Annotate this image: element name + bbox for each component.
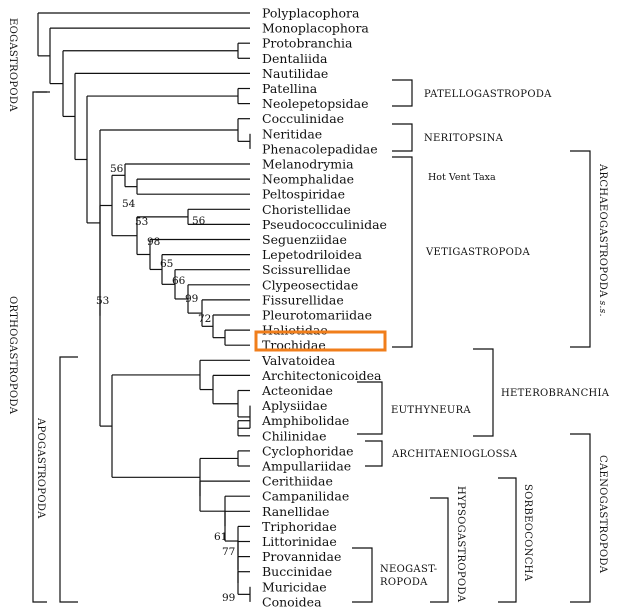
taxon-label: Phenacolepadidae: [262, 141, 378, 156]
heterobranchia-bracket: [473, 348, 494, 437]
bootstrap-value: 65: [160, 258, 173, 270]
euthyneura-bracket: [357, 381, 383, 435]
architaenioglossa-bracket: [365, 440, 383, 467]
taxon-label: Neolepetopsidae: [262, 96, 368, 111]
bootstrap-value: 66: [172, 275, 186, 287]
neogastropoda-bracket: [352, 547, 373, 603]
taxon-label: Amphibolidae: [261, 413, 349, 428]
taxon-label: Chilinidae: [262, 428, 327, 443]
taxon-label: Cyclophoridae: [262, 443, 354, 458]
taxon-label: Muricidae: [262, 579, 327, 594]
taxon-label: Lepetodriloidea: [262, 247, 363, 262]
hypsogastropoda-bracket: [430, 497, 449, 603]
taxon-label: Melanodrymia: [262, 157, 354, 172]
caenogastropoda-label: CAENOGASTROPODA: [597, 455, 608, 574]
taxon-label: Littorinidae: [262, 534, 337, 549]
taxon-label: Neritidae: [262, 126, 322, 141]
taxon-label: Choristellidae: [262, 202, 351, 217]
taxon-label: Dentaliida: [262, 51, 328, 66]
sorbeoconcha-label: SORBEOCONCHA: [522, 484, 533, 582]
bootstrap-value: 98: [147, 236, 160, 248]
taxon-label: Clypeosectidae: [262, 277, 358, 292]
eogastropoda-label: EOGASTROPODA: [7, 18, 18, 112]
architaenioglossa-label: ARCHITAENIOGLOSSA: [391, 449, 518, 460]
taxon-label: Buccinidae: [262, 564, 332, 579]
taxon-label: Patellina: [262, 81, 318, 96]
taxon-label: Provannidae: [262, 549, 341, 564]
taxon-label: Valvatoidea: [261, 353, 336, 368]
archaeogastropoda-label: ARCHAEOGASTROPODAs.s.: [597, 163, 608, 317]
tree-branches: [37, 12, 251, 602]
taxon-label: Fissurellidae: [262, 292, 344, 307]
bootstrap-value: 56: [192, 215, 206, 227]
taxon-label: Ranellidae: [262, 504, 329, 519]
taxon-label: Haliotidae: [262, 323, 328, 338]
bootstrap-value: 54: [122, 198, 136, 210]
bootstrap-value: 99: [185, 293, 198, 305]
taxon-label: Conoidea: [262, 594, 322, 609]
bootstrap-value: 99: [222, 592, 235, 604]
taxon-label: Peltospiridae: [262, 187, 345, 202]
taxon-label: Aplysiidae: [261, 398, 327, 413]
hypsogastropoda-label: HYPSOGASTROPODA: [455, 486, 466, 603]
taxon-label: Acteonidae: [261, 383, 333, 398]
bootstrap-value: 56: [110, 163, 124, 175]
euthyneura-label: EUTHYNEURA: [391, 405, 471, 416]
caenogastropoda-bracket: [570, 433, 591, 603]
orthogastropoda-bracket: [32, 91, 47, 603]
taxon-label: Pleurotomariidae: [262, 308, 372, 323]
bootstrap-value: 72: [198, 313, 211, 325]
orthogastropoda-label: ORTHOGASTROPODA: [7, 296, 18, 415]
bootstrap-value: 61: [214, 531, 227, 543]
taxon-label: Neomphalidae: [262, 172, 354, 187]
neogastropoda-label: ROPODA: [380, 577, 428, 588]
archaeogastropoda-bracket: [570, 150, 591, 348]
bootstrap-value: 53: [135, 216, 148, 228]
taxon-label: Ampullariidae: [261, 459, 351, 474]
taxon-label: Campanilidae: [262, 489, 349, 504]
bootstrap-value: 77: [222, 546, 235, 558]
taxon-label: Cerithiidae: [262, 474, 333, 489]
hot-vent-vetigastropoda-bracket: [392, 156, 413, 348]
patellogastropoda-label: PATELLOGASTROPODA: [424, 89, 552, 100]
bootstrap-value: 53: [96, 295, 109, 307]
heterobranchia-label: HETEROBRANCHIA: [501, 388, 610, 399]
neritopsina-bracket: [392, 123, 413, 152]
taxon-label: Protobranchia: [262, 36, 353, 51]
neogastropoda-label: NEOGAST-: [380, 564, 437, 575]
taxon-label: Monoplacophora: [262, 21, 369, 36]
neritopsina-label: NERITOPSINA: [424, 133, 504, 144]
taxon-label: Nautilidae: [262, 66, 328, 81]
taxon-label: Architectonicoidea: [261, 368, 382, 383]
apogastropoda-label: APOGASTROPODA: [35, 417, 46, 519]
taxon-label: Polyplacophora: [262, 6, 360, 21]
taxon-label: Cocculinidae: [262, 111, 344, 126]
taxon-label: Scissurellidae: [262, 262, 351, 277]
taxon-label: Triphoridae: [262, 519, 337, 534]
apogastropoda-bracket: [59, 356, 78, 603]
taxon-labels: PolyplacophoraMonoplacophoraProtobranchi…: [261, 6, 387, 610]
vetigastropoda-label: VETIGASTROPODA: [425, 247, 530, 258]
trochidae-highlight-box: [254, 330, 387, 352]
taxon-label: Seguenziidae: [262, 232, 347, 247]
patellogastropoda-bracket: [392, 79, 413, 107]
sorbeoconcha-bracket: [498, 477, 517, 603]
taxon-label: Pseudococculinidae: [262, 217, 387, 232]
hot-vent-taxa-label: Hot Vent Taxa: [428, 172, 496, 183]
